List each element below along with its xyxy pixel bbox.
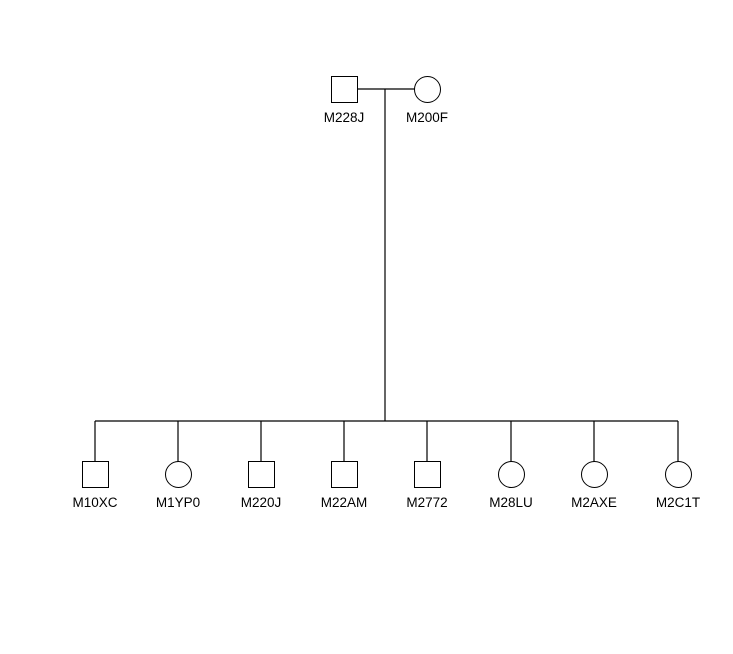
person-id-label: M10XC xyxy=(72,494,118,510)
person-node-M2AXE: M2AXE xyxy=(549,460,639,510)
female-circle-symbol xyxy=(664,460,692,488)
person-node-M28LU: M28LU xyxy=(466,460,556,510)
person-node-M228J: M228J xyxy=(299,75,389,125)
person-id-label: M220J xyxy=(240,494,282,510)
person-id-label: M22AM xyxy=(320,494,368,510)
person-id-label: M2AXE xyxy=(571,494,617,510)
female-circle-symbol xyxy=(580,460,608,488)
person-node-M2C1T: M2C1T xyxy=(633,460,723,510)
male-square-symbol xyxy=(330,460,358,488)
person-node-M22AM: M22AM xyxy=(299,460,389,510)
person-id-label: M28LU xyxy=(489,494,533,510)
person-id-label: M200F xyxy=(405,109,449,125)
female-circle-symbol xyxy=(497,460,525,488)
male-square-symbol xyxy=(81,460,109,488)
person-node-M220J: M220J xyxy=(216,460,306,510)
female-circle-symbol xyxy=(413,75,441,103)
male-square-symbol xyxy=(413,460,441,488)
female-circle-symbol xyxy=(164,460,192,488)
person-id-label: M2C1T xyxy=(655,494,701,510)
person-node-M1YP0: M1YP0 xyxy=(133,460,223,510)
person-node-M2772: M2772 xyxy=(382,460,472,510)
person-id-label: M228J xyxy=(323,109,365,125)
male-square-symbol xyxy=(330,75,358,103)
person-node-M200F: M200F xyxy=(382,75,472,125)
person-id-label: M1YP0 xyxy=(155,494,201,510)
person-id-label: M2772 xyxy=(406,494,448,510)
male-square-symbol xyxy=(247,460,275,488)
person-node-M10XC: M10XC xyxy=(50,460,140,510)
